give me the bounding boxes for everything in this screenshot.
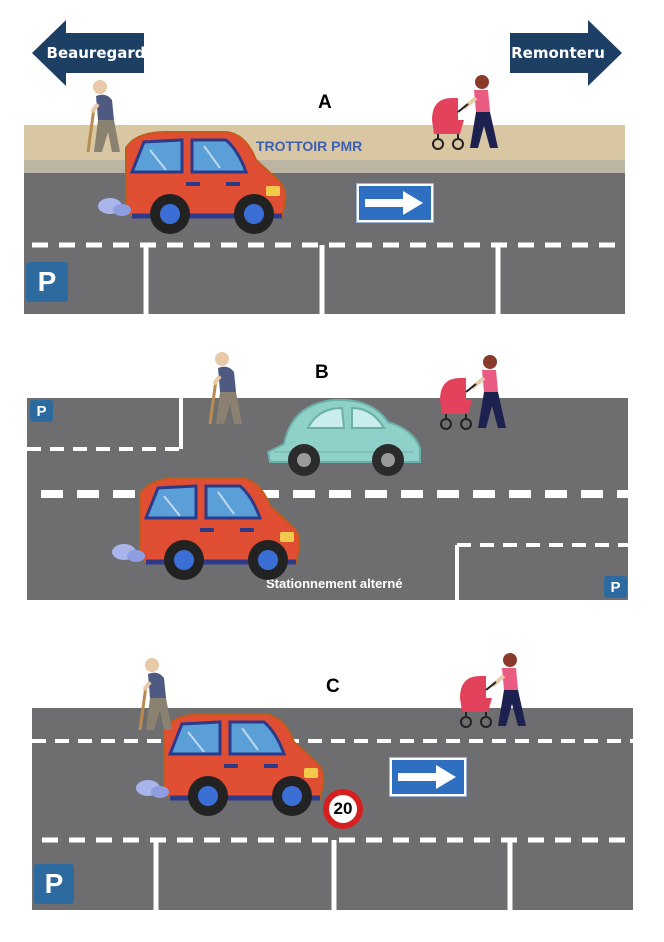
sidewalk-label: TROTTOIR PMR [256,138,363,154]
elderly-pedestrian-icon [86,80,120,153]
parking-sign: P [26,262,68,302]
panel-c-label: C [326,676,340,697]
road-markings-c [32,739,633,910]
panel-a-label: A [318,92,332,113]
parking-sign-right: P [604,576,627,598]
woman-stroller-icon [440,355,506,430]
red-car-icon [136,713,325,816]
direction-label-right: Remonteru [511,44,605,62]
red-car-icon [112,477,301,580]
direction-label-left: Beauregard [46,44,146,62]
one-way-sign [390,758,466,796]
parking-sign-left: P [30,400,53,422]
road-markings-a [32,242,625,314]
road-markings-b [27,398,628,600]
parking-sign: P [34,864,74,904]
speed-limit-sign: 20 [323,789,363,829]
elderly-pedestrian-icon [208,352,242,425]
red-car-icon [98,131,287,234]
alternate-parking-caption: Stationnement alterné [266,576,403,591]
arrow-right-icon [398,765,456,789]
direction-arrow-right [510,20,622,86]
direction-arrow-left [32,20,144,86]
panel-b-label: B [315,362,329,383]
one-way-sign [357,184,433,222]
arrow-right-icon [365,191,423,215]
woman-stroller-icon [432,75,498,150]
woman-stroller-icon [460,653,526,728]
teal-car-icon [266,398,421,476]
elderly-pedestrian-icon [138,658,172,731]
